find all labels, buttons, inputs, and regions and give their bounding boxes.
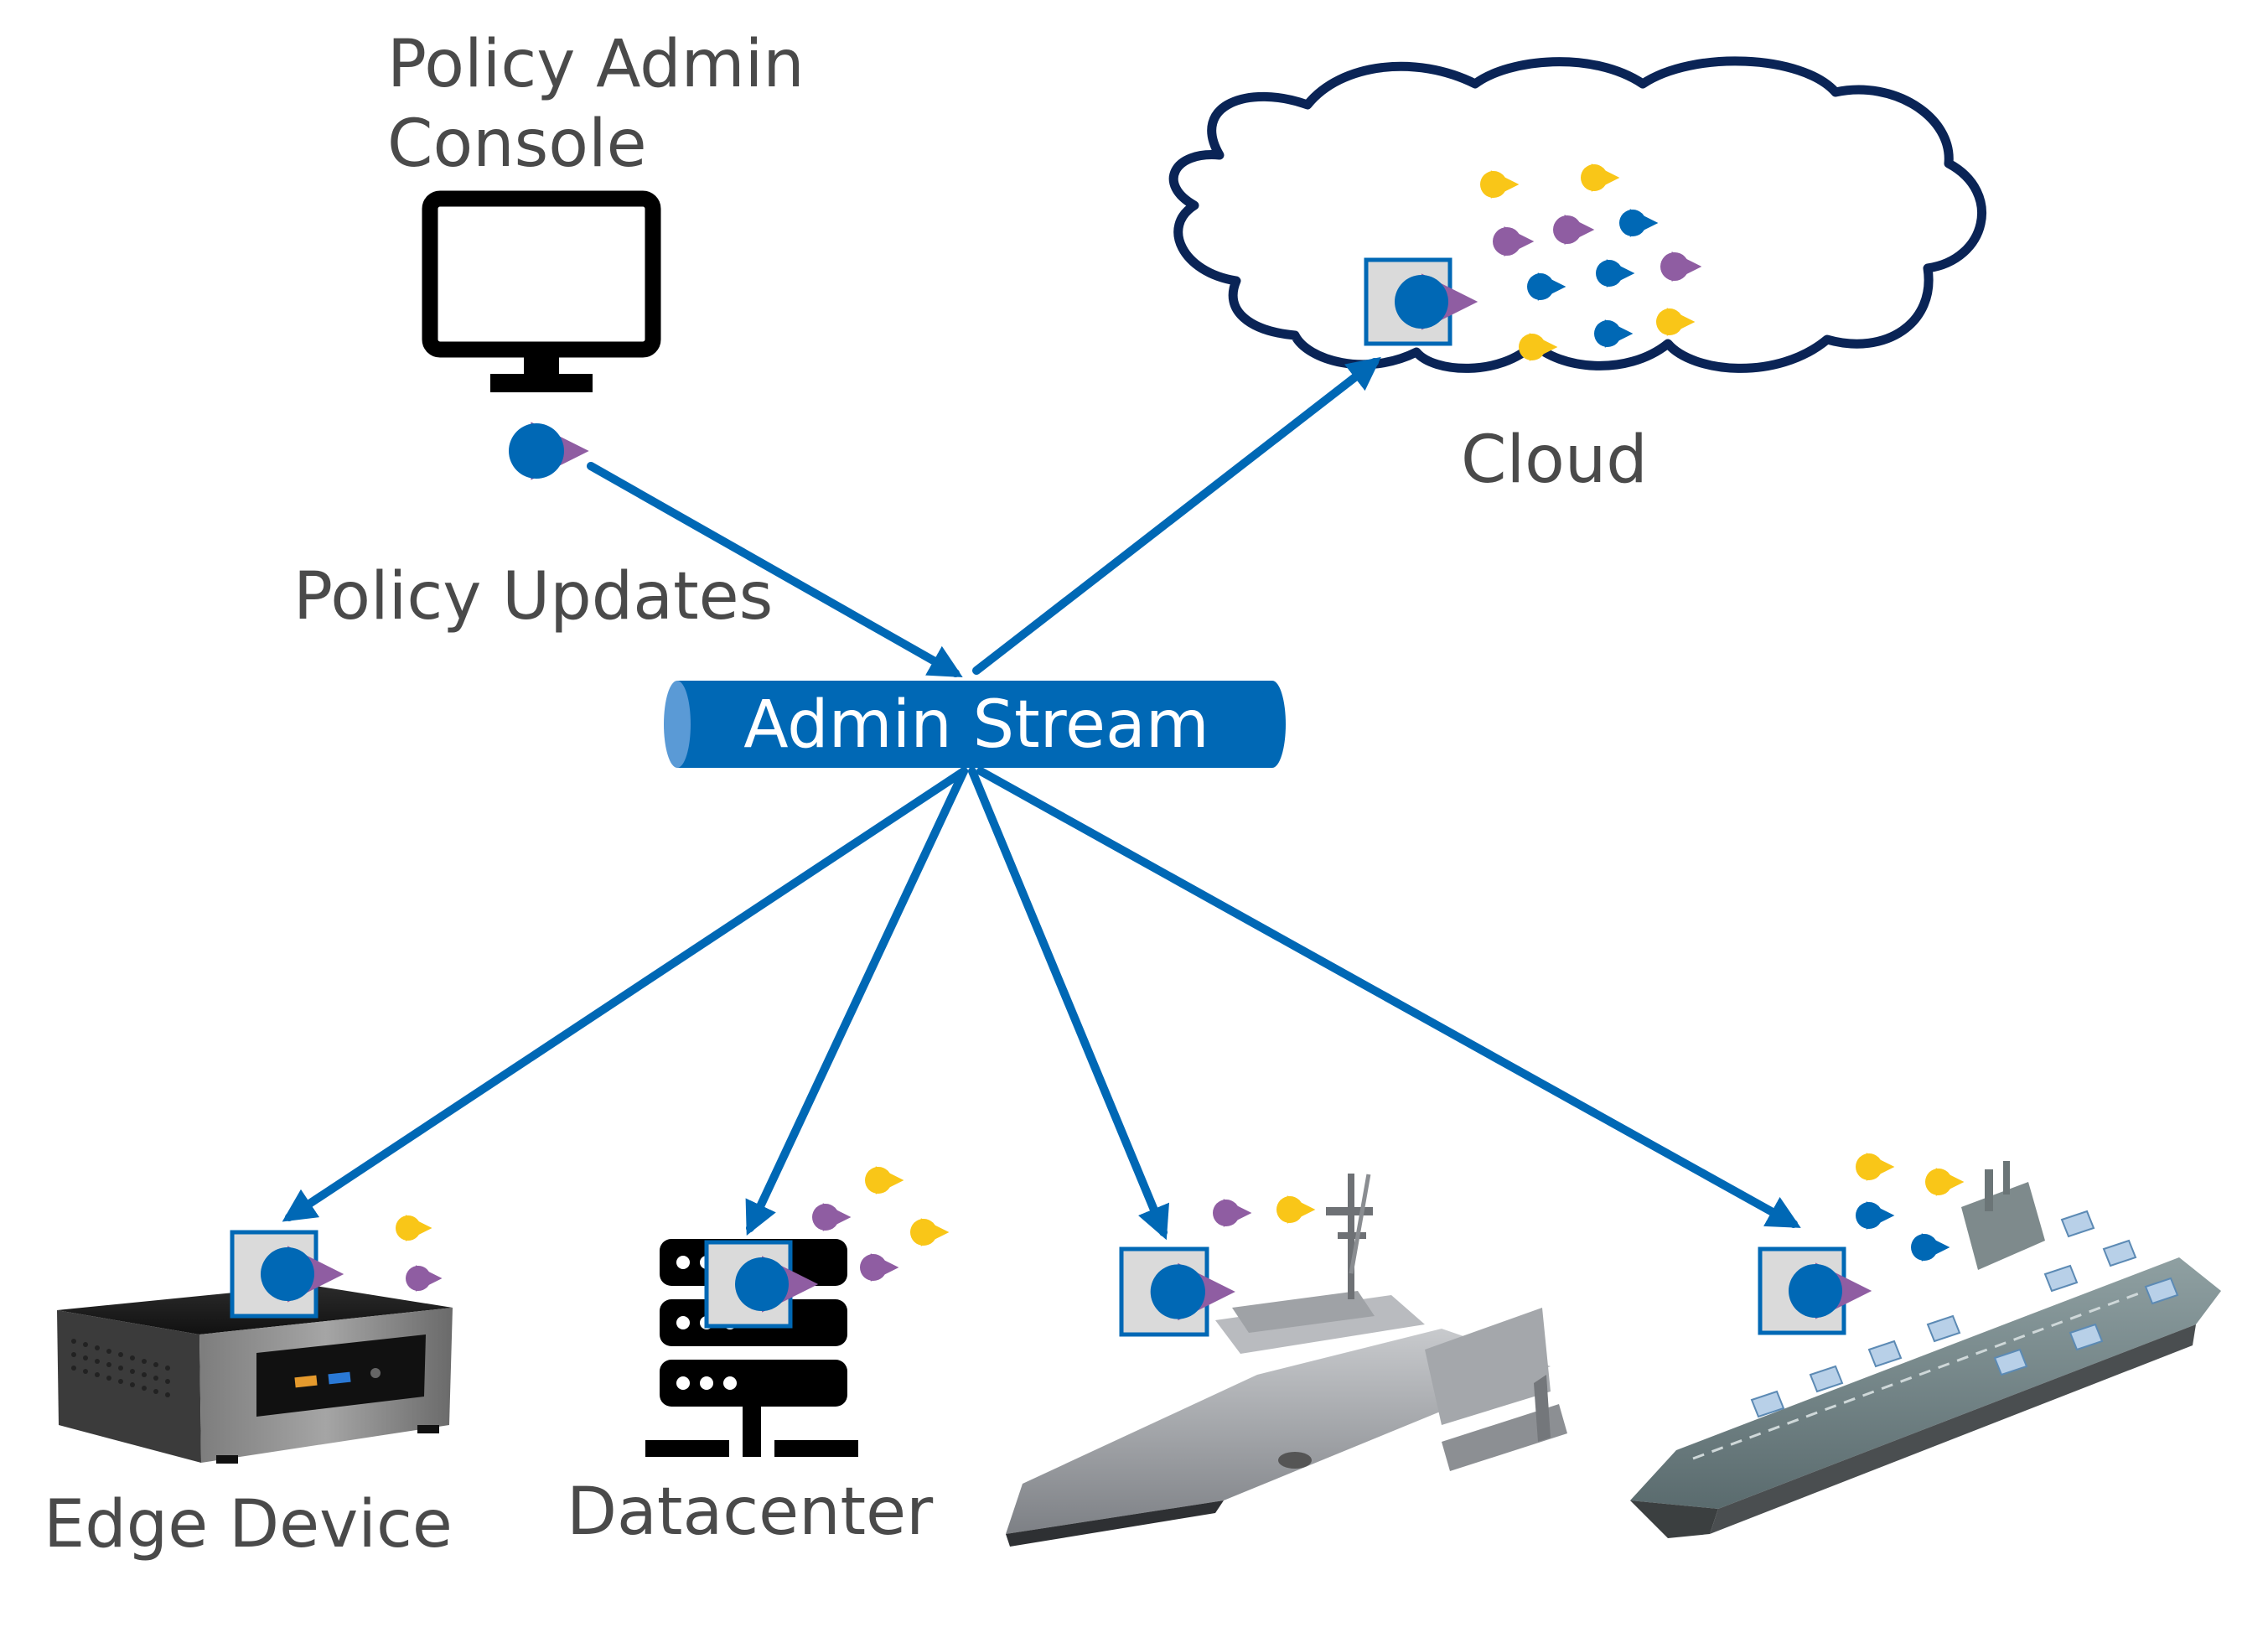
cloud-yellow-glyph-1 (1480, 170, 1520, 199)
policy-updates-label: Policy Updates (293, 559, 774, 635)
ship-yellow-glyph (1276, 1195, 1316, 1224)
ship-purple-glyph (1213, 1199, 1252, 1227)
cloud-blue-glyph-1 (1619, 209, 1659, 237)
admin-stream-pipe (664, 681, 1286, 768)
cloud-yellow-glyph-2 (1581, 163, 1620, 192)
cloud-blue-glyph-3 (1596, 259, 1635, 288)
cloud-purple-glyph-3 (1660, 251, 1702, 282)
edge-device-label: Edge Device (44, 1487, 453, 1562)
datacenter-label: Datacenter (567, 1474, 934, 1550)
console-policy-glyph (509, 422, 589, 480)
policy-admin-console-line2: Console (387, 106, 647, 183)
aircraft-carrier-image (1630, 1161, 2221, 1538)
arrow-stream-to-ship (968, 767, 1169, 1241)
edge-purple-glyph (406, 1265, 443, 1292)
cloud-blue-glyph-2 (1527, 272, 1566, 301)
policy-admin-console-line1: Policy Admin (387, 27, 805, 102)
monitor-icon (422, 190, 661, 392)
arrow-stream-to-carrier (976, 767, 1801, 1228)
arrow-stream-to-cloud (972, 356, 1381, 675)
admin-stream-label: Admin Stream (743, 687, 1209, 763)
ship-agent-box (1119, 1246, 1235, 1337)
carrier-blue-glyph-2 (1911, 1233, 1950, 1262)
datacenter-purple-glyph-2 (860, 1253, 899, 1282)
datacenter-yellow-glyph-2 (910, 1218, 950, 1246)
cloud-shape (1168, 56, 1986, 373)
carrier-agent-box (1758, 1246, 1872, 1335)
cloud-agent-box (1364, 257, 1478, 346)
cloud-blue-glyph-4 (1594, 319, 1634, 348)
edge-agent-box (230, 1230, 344, 1319)
carrier-yellow-glyph-2 (1925, 1168, 1965, 1196)
cloud-yellow-glyph-3 (1519, 333, 1558, 361)
arrow-stream-to-edge (282, 767, 968, 1222)
unmanned-ship-image (1006, 1174, 1567, 1547)
edge-yellow-glyph (396, 1215, 432, 1241)
cloud-purple-glyph-2 (1553, 215, 1595, 245)
cloud-purple-glyph-1 (1493, 226, 1535, 257)
arrow-console-to-stream (587, 462, 963, 677)
cloud-label: Cloud (1461, 422, 1648, 498)
arrow-stream-to-datacenter (745, 767, 968, 1236)
cloud-yellow-glyph-4 (1656, 308, 1696, 336)
carrier-blue-glyph-1 (1856, 1201, 1895, 1230)
datacenter-purple-glyph-1 (812, 1203, 852, 1231)
policy-admin-console-label: Policy Admin Console (387, 25, 805, 184)
policy-glyphs (230, 163, 1965, 1337)
connections (282, 356, 1801, 1241)
carrier-yellow-glyph-1 (1856, 1153, 1895, 1181)
datacenter-agent-box (704, 1240, 819, 1329)
datacenter-yellow-glyph-1 (865, 1166, 904, 1195)
